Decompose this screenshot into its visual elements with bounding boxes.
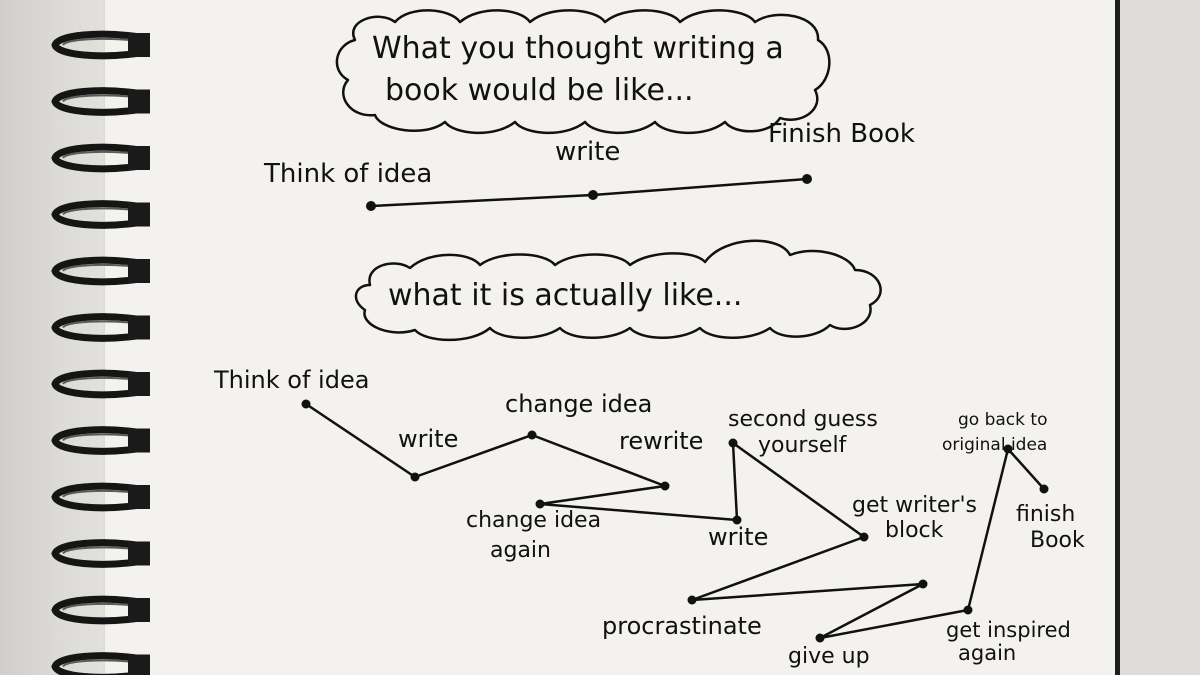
expected-node-think xyxy=(366,201,376,211)
sketchbook-page xyxy=(105,0,1115,675)
actual-label-write2: write xyxy=(708,523,768,551)
table-surface xyxy=(1120,0,1200,675)
actual-label-give-up: give up xyxy=(788,644,870,669)
actual-node-think xyxy=(301,399,311,409)
actual-label-second-guess-1: second guess xyxy=(728,407,878,432)
actual-path-line xyxy=(305,402,1045,640)
actual-node-procrastinate-turn xyxy=(918,579,928,589)
spiral-binding xyxy=(51,30,150,675)
actual-node-finish xyxy=(1039,484,1049,494)
actual-label-inspired-1: get inspired xyxy=(946,618,1071,642)
spiral-ring xyxy=(51,369,150,399)
actual-label-second-guess-2: yourself xyxy=(758,433,848,458)
spiral-ring xyxy=(51,200,150,229)
actual-node-go-back xyxy=(1003,444,1013,454)
spiral-ring xyxy=(51,143,150,173)
actual-label-writers-block-1: get writer's xyxy=(852,493,977,518)
page-edge xyxy=(1115,0,1120,675)
actual-label-finish-1: finish xyxy=(1016,502,1075,527)
actual-node-change-again xyxy=(535,499,545,509)
cloud-bubble-expected xyxy=(335,9,831,135)
expected-node-write xyxy=(588,190,598,200)
spiral-ring xyxy=(51,652,150,675)
spiral-ring xyxy=(51,426,150,455)
expected-label-finish: Finish Book xyxy=(768,119,915,149)
actual-bubble-text: what it is actually like... xyxy=(388,278,742,313)
spiral-ring xyxy=(51,539,150,568)
expected-bubble-line2: book would be like... xyxy=(385,73,694,108)
actual-label-rewrite: rewrite xyxy=(619,427,703,455)
actual-node-write2 xyxy=(732,515,742,525)
actual-label-writers-block-2: block xyxy=(885,518,944,543)
actual-node-inspired xyxy=(963,605,973,615)
actual-node-change xyxy=(527,430,537,440)
actual-node-writers-block xyxy=(859,532,869,542)
actual-node-give-up xyxy=(815,633,825,643)
spiral-ring xyxy=(51,256,150,286)
spiral-ring xyxy=(51,313,150,342)
actual-label-write1: write xyxy=(398,425,458,453)
actual-label-inspired-2: again xyxy=(958,641,1016,665)
actual-label-go-back-2: original idea xyxy=(942,435,1047,455)
actual-label-procrastinate: procrastinate xyxy=(602,612,762,640)
spiral-ring xyxy=(51,482,150,512)
actual-node-second-guess xyxy=(728,438,738,448)
actual-label-finish-2: Book xyxy=(1030,528,1085,553)
actual-node-write1 xyxy=(410,472,420,482)
expected-node-finish xyxy=(802,174,812,184)
actual-label-think: Think of idea xyxy=(213,366,369,394)
actual-label-change-again-2: again xyxy=(490,538,551,563)
actual-node-rewrite xyxy=(660,481,670,491)
cloud-bubble-actual xyxy=(354,239,882,342)
spiral-ring xyxy=(51,30,150,60)
spiral-ring xyxy=(51,595,150,625)
actual-node-procrastinate xyxy=(687,595,697,605)
actual-label-go-back-1: go back to xyxy=(958,410,1047,430)
expected-bubble-line1: What you thought writing a xyxy=(372,31,784,66)
expected-label-write: write xyxy=(555,137,620,167)
actual-label-change-again-1: change idea xyxy=(466,508,601,533)
expected-label-think: Think of idea xyxy=(263,159,432,189)
actual-label-change: change idea xyxy=(505,390,652,418)
spiral-ring xyxy=(51,87,150,116)
